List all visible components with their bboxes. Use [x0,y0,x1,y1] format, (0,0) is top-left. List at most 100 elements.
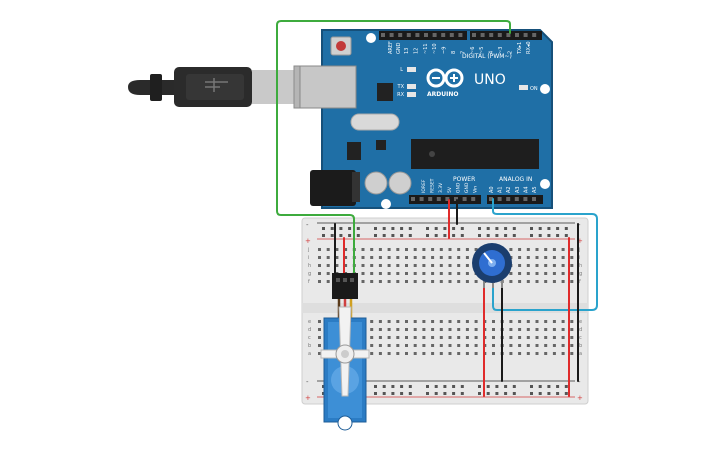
breadboard-hole [422,248,426,251]
breadboard-hole [570,280,574,283]
rail-plus-bottom-left: + [305,394,311,402]
breadboard-hole [526,272,530,275]
breadboard-hole [396,248,400,251]
rail-hole [408,227,412,230]
breadboard-hole [318,248,321,251]
breadboard-hole [474,328,478,331]
header-hole [506,197,511,201]
header-hole [532,197,536,201]
breadboard-hole [465,352,469,355]
breadboard-hole [457,328,461,331]
breadboard-hole [561,256,565,259]
power-header-label: POWER [453,176,475,183]
rail-hole [564,234,568,237]
breadboard-hole [318,280,321,283]
digital-pin-label: ~10 [432,43,438,54]
breadboard-hole [457,344,461,347]
breadboard-hole [544,272,548,275]
breadboard-hole [405,280,408,283]
row-letter: g [308,271,311,277]
breadboard-hole [526,256,530,259]
rail-hole [339,234,343,237]
rail-hole [348,227,352,230]
breadboard-hole [561,280,565,283]
breadboard-hole [465,264,469,267]
breadboard-hole [387,344,391,347]
breadboard-hole [465,320,469,323]
rail-hole [339,227,343,230]
row-letter: b [308,343,311,349]
power-pin-label: Vin [473,186,479,193]
digital-pin-label: ~9 [442,47,448,54]
green-signal-wire [276,20,511,284]
breadboard-hole [535,352,539,355]
digital-pin-label: 4 [489,51,495,54]
breadboard-hole [457,280,461,283]
breadboard-hole [405,336,408,339]
breadboard-hole [518,256,522,259]
rail-hole [426,227,429,230]
breadboard-hole [552,256,556,259]
breadboard-hole [561,264,565,267]
header-hole [389,33,394,37]
rail-plus-top-right: + [577,237,583,245]
breadboard-hole [518,328,522,331]
breadboard-hole [378,344,382,347]
row-letter: f [579,279,581,285]
blue-analog-wire [492,198,598,311]
breadboard-hole [387,336,391,339]
board-name-label: UNO [474,72,506,88]
rail-plus-top-left: + [305,237,311,245]
breadboard-hole [439,320,443,323]
digital-pin-label: 7 [460,51,466,54]
breadboard-hole [370,280,374,283]
breadboard-hole [457,264,461,267]
breadboard-hole [474,344,478,347]
row-letter: d [308,327,311,333]
rail-hole [408,392,412,395]
rail-hole [382,227,386,230]
rail-hole [530,392,533,395]
breadboard-hole [370,336,374,339]
breadboard-hole [570,328,574,331]
rail-hole [495,392,499,395]
rail-hole [322,234,325,237]
breadboard-hole [535,248,539,251]
rail-hole [478,227,481,230]
breadboard-hole [439,248,443,251]
breadboard-hole [405,272,408,275]
breadboard-hole [396,256,400,259]
power-pin-label: RESET [430,178,436,193]
breadboard-hole [526,280,530,283]
breadboard-hole [544,336,548,339]
breadboard-hole [413,336,417,339]
breadboard-hole [370,344,374,347]
rail-hole [495,227,499,230]
rail-hole [452,385,456,388]
breadboard-hole [387,320,391,323]
analog-pin-label: A0 [489,186,495,193]
row-letter: e [308,319,311,325]
servo-motor-icon[interactable] [320,273,370,431]
breadboard-hole [422,320,426,323]
breadboard-hole [396,344,400,347]
potentiometer-icon[interactable] [472,243,512,288]
header-hole [532,33,537,37]
rail-hole [374,385,377,388]
header-hole [462,197,467,201]
breadboard-hole [518,352,522,355]
rail-hole [391,234,395,237]
breadboard-hole [431,336,435,339]
breadboard-hole [552,344,556,347]
breadboard-hole [561,352,565,355]
breadboard-hole [413,256,417,259]
breadboard-hole [552,264,556,267]
breadboard-hole [405,344,408,347]
rail-hole [330,234,334,237]
breadboard-hole [378,256,382,259]
breadboard-hole [552,352,556,355]
analog-header-label: ANALOG IN [499,176,532,183]
breadboard-hole [396,320,400,323]
